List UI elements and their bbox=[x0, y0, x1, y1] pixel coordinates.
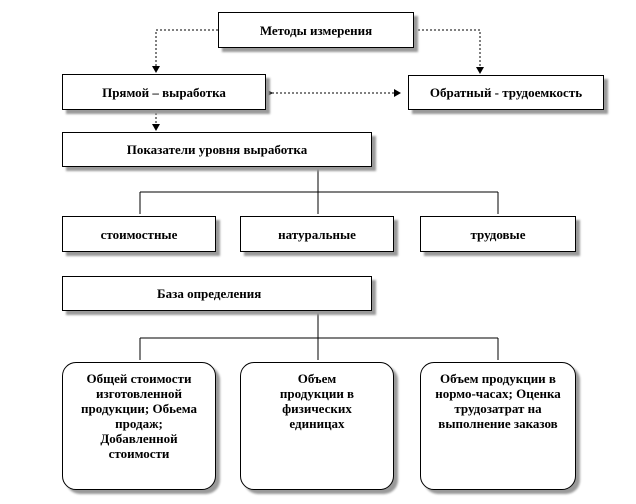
arrow-methods-to-direct bbox=[152, 29, 218, 73]
base-label: База определения bbox=[157, 286, 262, 301]
base-labor-label: Объем продукции в нормо-часах; Оценка тр… bbox=[435, 371, 561, 431]
tree-indicators bbox=[139, 167, 499, 214]
base-cost-label: Общей стоимости изготовленной продукции;… bbox=[81, 371, 197, 461]
base-natural-label: Объем продукции в физических единицах bbox=[279, 371, 355, 431]
indicators-box: Показатели уровня выработка bbox=[62, 132, 372, 167]
indicators-label: Показатели уровня выработка bbox=[126, 142, 308, 157]
labor-label: трудовые bbox=[470, 226, 526, 242]
methods-label: Методы измерения bbox=[259, 22, 373, 38]
arrow-methods-to-inverse bbox=[414, 29, 484, 74]
base-natural-box: Объем продукции в физических единицах bbox=[240, 362, 394, 490]
cost-label: стоимостные bbox=[100, 226, 178, 242]
tree-base bbox=[139, 310, 499, 360]
inverse-label: Обратный - трудоемкость bbox=[429, 85, 583, 100]
natural-box: натуральные bbox=[240, 216, 394, 252]
labor-box: трудовые bbox=[420, 216, 576, 252]
methods-box: Методы измерения bbox=[218, 12, 414, 48]
natural-label: натуральные bbox=[278, 226, 356, 242]
cost-box: стоимостные bbox=[62, 216, 216, 252]
base-labor-box: Объем продукции в нормо-часах; Оценка тр… bbox=[420, 362, 576, 490]
direct-label: Прямой – выработка bbox=[102, 84, 226, 100]
direct-box: Прямой – выработка bbox=[62, 74, 266, 110]
inverse-box: Обратный - трудоемкость bbox=[408, 75, 604, 110]
base-box: База определения bbox=[62, 276, 372, 311]
base-cost-box: Общей стоимости изготовленной продукции;… bbox=[62, 362, 216, 490]
